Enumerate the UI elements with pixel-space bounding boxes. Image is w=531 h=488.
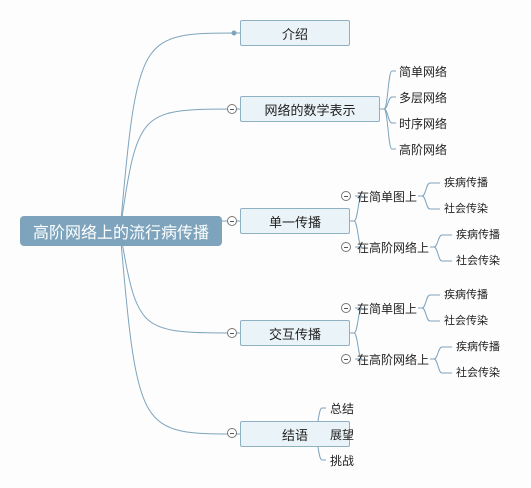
leaf-interacting-higher-disease[interactable]: 疾病传播: [456, 340, 500, 353]
subtopic-simple-network[interactable]: 简单网络: [399, 64, 448, 79]
leaf-interacting-simple-disease[interactable]: 疾病传播: [444, 288, 488, 301]
leaf-single-simple-social[interactable]: 社会传染: [444, 202, 488, 215]
connector-interacting-1: [350, 332, 363, 360]
topic-math-representation[interactable]: 网络的数学表示: [240, 96, 380, 122]
connector-interacting-higher-1: [430, 358, 452, 374]
subtopic-interacting-on-simple-graph[interactable]: 在简单图上: [357, 301, 418, 316]
connector-single-simple-1: [418, 195, 440, 210]
connector-math-2: [380, 108, 396, 124]
topic-introduction[interactable]: 介绍: [240, 20, 350, 46]
topic-interacting-spreading[interactable]: 交互传播: [240, 320, 350, 346]
introduction-connector-dot: [231, 30, 237, 36]
topic-single-spreading[interactable]: 单一传播: [240, 208, 350, 234]
root-node[interactable]: 高阶网络上的流行病传播: [20, 216, 222, 246]
collapse-toggle-interacting[interactable]: [227, 328, 237, 338]
connector-single-1: [350, 220, 363, 248]
subtopic-interacting-on-higher-order[interactable]: 在高阶网络上: [357, 352, 430, 367]
leaf-interacting-simple-social[interactable]: 社会传染: [444, 314, 488, 327]
connector-math-3: [380, 108, 396, 150]
collapse-toggle-conclusion[interactable]: [227, 428, 237, 438]
subtopic-summary[interactable]: 总结: [330, 401, 355, 416]
connector-single-higher-0: [430, 234, 452, 248]
connector-root-interacting: [119, 230, 241, 334]
connector-interacting-simple-0: [418, 294, 440, 309]
connector-root-conclusion: [119, 230, 241, 435]
collapse-toggle-interacting-simple[interactable]: [341, 303, 351, 313]
leaf-interacting-higher-social[interactable]: 社会传染: [456, 366, 500, 379]
connector-interacting-higher-0: [430, 346, 452, 360]
topic-conclusion[interactable]: 结语: [240, 421, 350, 447]
connector-single-higher-1: [430, 246, 452, 262]
connector-root-introduction: [119, 32, 241, 232]
connector-math-1: [380, 96, 396, 110]
subtopic-single-on-simple-graph[interactable]: 在简单图上: [357, 189, 418, 204]
subtopic-challenges[interactable]: 挑战: [330, 453, 355, 468]
leaf-single-higher-disease[interactable]: 疾病传播: [456, 228, 500, 241]
collapse-toggle-math[interactable]: [227, 104, 237, 114]
collapse-toggle-single-higher[interactable]: [341, 242, 351, 252]
collapse-toggle-single[interactable]: [227, 216, 237, 226]
connector-interacting-simple-1: [418, 307, 440, 322]
collapse-toggle-single-simple[interactable]: [341, 191, 351, 201]
subtopic-outlook[interactable]: 展望: [330, 427, 355, 442]
leaf-single-higher-social[interactable]: 社会传染: [456, 254, 500, 267]
subtopic-higher-order-network[interactable]: 高阶网络: [399, 142, 448, 157]
leaf-single-simple-disease[interactable]: 疾病传播: [444, 176, 488, 189]
subtopic-multilayer-network[interactable]: 多层网络: [399, 90, 448, 105]
subtopic-temporal-network[interactable]: 时序网络: [399, 116, 448, 131]
connector-root-math: [119, 108, 241, 232]
connector-single-simple-0: [418, 182, 440, 197]
subtopic-single-on-higher-order[interactable]: 在高阶网络上: [357, 240, 430, 255]
collapse-toggle-interacting-higher[interactable]: [341, 354, 351, 364]
